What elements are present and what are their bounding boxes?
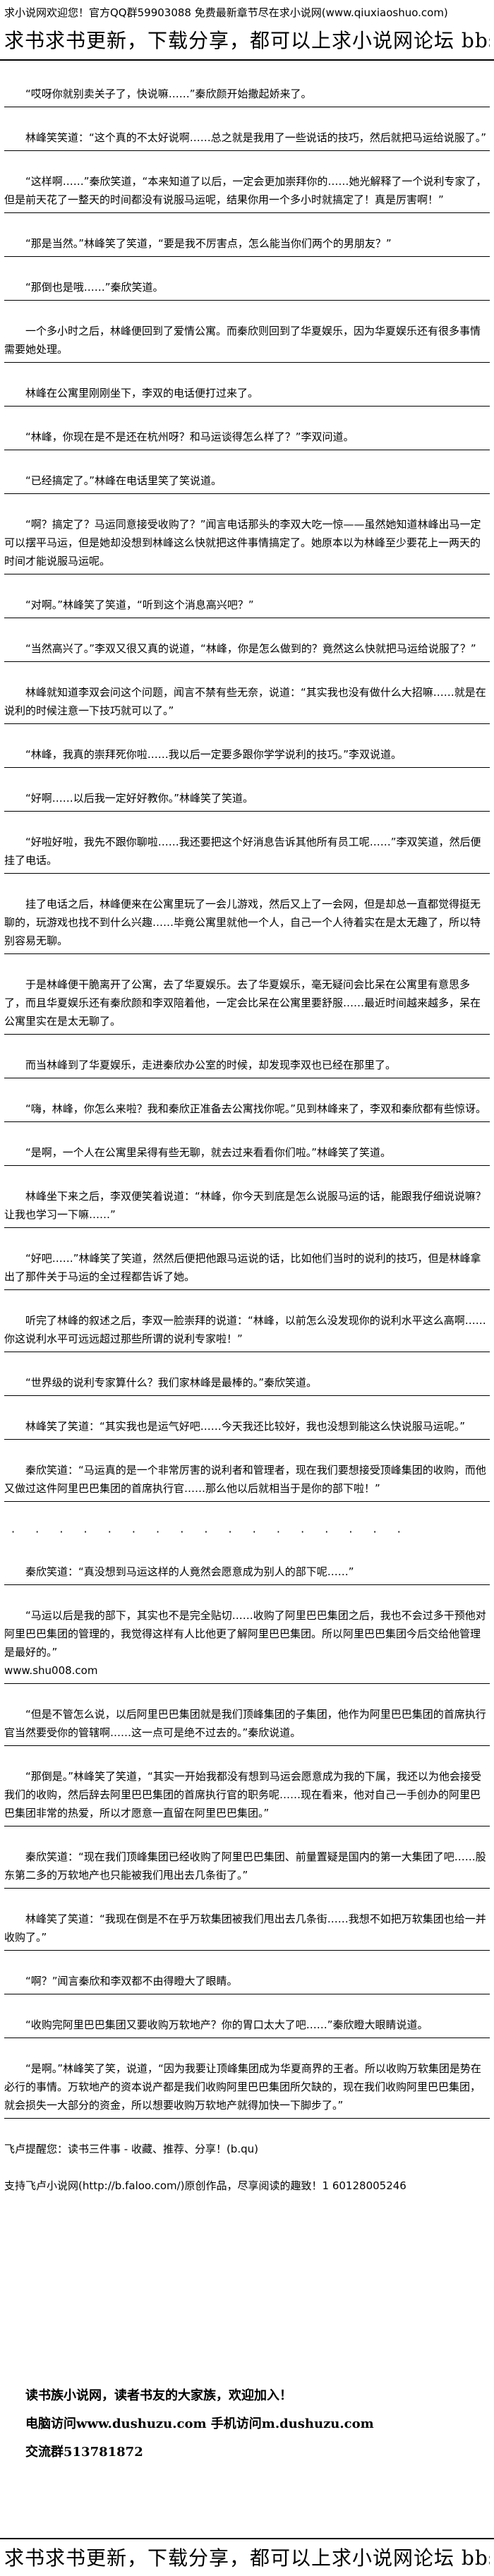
paragraph: “收购完阿里巴巴集团又要收购万软地产？你的胃口太大了吧……”秦欣瞪大眼睛说道。 [4,2016,490,2038]
paragraph: “嗨，林峰，你怎么来啦？我和秦欣正准备去公寓找你呢。”见到林峰来了，李双和秦欣都… [4,1100,490,1122]
paragraph: 林峰笑了笑道：“其实我也是运气好吧……今天我还比较好，我也没想到能这么快说服马运… [4,1417,490,1440]
paragraph: 林峰坐下来之后，李双便笑着说道：“林峰，你今天到底是怎么说服马运的话，能跟我仔细… [4,1187,490,1228]
paragraph: 林峰就知道李双会问这个问题，闻言不禁有些无奈，说道：“其实我也没有做什么大招嘛…… [4,683,490,724]
paragraph: “那是当然。”林峰笑了笑道，“要是我不厉害点，怎么能当你们两个的男朋友？” [4,234,490,257]
reading-reminder: 飞卢提醒您：读书三件事 - 收藏、推荐、分享！(b.qu) [4,2143,258,2155]
paragraph: 听完了林峰的叙述之后，李双一脸崇拜的说道：“林峰，以前怎么没发现你的说利水平这么… [4,1311,490,1352]
paragraph: “当然高兴了。”李双又很又真的说道，“林峰，你是怎么做到的？竟然这么快就把马运给… [4,639,490,662]
promo-access-links: 电脑访问www.dushuzu.com 手机访问m.dushuzu.com [25,2416,374,2431]
paragraph: “对啊。”林峰笑了笑道，“听到这个消息高兴吧？” [4,596,490,618]
paragraph: 林峰在公寓里刚刚坐下，李双的电话便打过来了。 [4,384,490,407]
paragraph: “林峰，你现在是不是还在杭州呀？和马运谈得怎么样了？”李双问道。 [4,428,490,450]
paragraph-text: “马运以后是我的部下，其实也不是完全贴切……收购了阿里巴巴集团之后，我也不会过多… [4,1609,486,1659]
forum-banner-bottom: 求书求书更新，下载分享，都可以上求小说网论坛 bbs.qiuxiaoshuo.c… [4,2546,490,2570]
paragraph: 林峰笑笑道：“这个真的不太好说啊……总之就是我用了一些说话的技巧，然后就把马运给… [4,128,490,151]
paragraph: “是啊。”林峰笑了笑，说道，“因为我要让顶峰集团成为华夏商界的王者。所以收购万软… [4,2059,490,2119]
paragraph: 秦欣笑道：“现在我们顶峰集团已经收购了阿里巴巴集团、前量置疑是国内的第一大集团了… [4,1848,490,1889]
paragraph: 一个多小时之后，林峰便回到了爱情公寓。而秦欣则回到了华夏娱乐，因为华夏娱乐还有很… [4,322,490,363]
paragraph: 而当林峰到了华夏娱乐，走进秦欣办公室的时候，却发现李双也已经在那里了。 [4,1056,490,1078]
paragraph: “但是不管怎么说，以后阿里巴巴集团就是我们顶峰集团的子集团，他作为阿里巴巴集团的… [4,1705,490,1746]
promo-welcome: 读书族小说网，读者书友的大家族，欢迎加入！ [25,2388,292,2403]
site-notice: 求小说网欢迎您！官方QQ群59903088 免费最新章节尽在求小说网(www.q… [4,6,448,19]
source-watermark: www.shu008.com [4,1664,98,1677]
forum-banner-top: 求书求书更新，下载分享，都可以上求小说网论坛 bbs.qiuxiaoshuo.c… [4,29,490,52]
paragraph: “那倒是。”林峰笑了笑道，“其实一开始我都没有想到马运会愿意成为我的下属，我还以… [4,1767,490,1826]
section-separator: · · · · · · · · · · · · · · · · · [11,1525,409,1539]
paragraph: “那倒也是哦……”秦欣笑道。 [4,278,490,301]
paragraph: 挂了电话之后，林峰便来在公寓里玩了一会儿游戏，然后又上了一会网，但是却总一直都觉… [4,895,490,954]
paragraph: “哎呀你就别卖关子了，快说嘛……”秦欣颜开始撒起娇来了。 [4,85,490,107]
paragraph: “啊？”闻言秦欣和李双都不由得瞪大了眼睛。 [4,1972,490,1994]
promo-qq-group: 交流群513781872 [25,2445,143,2460]
divider-top [0,59,494,61]
paragraph: “林峰，我真的崇拜死你啦……我以后一定要多跟你学学说利的技巧。”李双说道。 [4,745,490,768]
paragraph: “好啊……以后我一定好好教你。”林峰笑了笑道。 [4,789,490,812]
divider-bottom [0,2538,494,2539]
chapter-content: “哎呀你就别卖关子了，快说嘛……”秦欣颜开始撒起娇来了。 林峰笑笑道：“这个真的… [4,85,490,2213]
paragraph: “好啦好啦，我先不跟你聊啦……我还要把这个好消息告诉其他所有员工呢……”李双笑道… [4,833,490,874]
paragraph: 秦欣笑道：“真没想到马运这样的人竟然会愿意成为别人的部下呢……” [4,1563,490,1585]
paragraph: “好吧……”林峰笑了笑道，然然后便把他跟马运说的话，比如他们当时的说利的技巧，但… [4,1249,490,1290]
paragraph: “世界级的说利专家算什么？我们家林峰是最棒的。”秦欣笑道。 [4,1373,490,1396]
paragraph: 于是林峰便干脆离开了公寓，去了华夏娱乐。去了华夏娱乐，毫无疑问会比呆在公寓里有意… [4,975,490,1035]
faloo-support-note: 支持飞卢小说网(http://b.faloo.com/)原创作品，尽享阅读的趣致… [4,2179,406,2192]
paragraph: 秦欣笑道：“马运真的是一个非常厉害的说利者和管理者，现在我们要想接受顶峰集团的收… [4,1461,490,1502]
paragraph: “马运以后是我的部下，其实也不是完全贴切……收购了阿里巴巴集团之后，我也不会过多… [4,1606,490,1684]
paragraph: “是啊，一个人在公寓里呆得有些无聊，就去过来看看你们啦。”林峰笑了笑道。 [4,1143,490,1166]
paragraph: “已经搞定了。”林峰在电话里笑了笑说道。 [4,471,490,494]
promo-block: 读书族小说网，读者书友的大家族，欢迎加入！ 电脑访问www.dushuzu.co… [25,2385,477,2470]
paragraph: “啊？搞定了？马运同意接受收购了？”闻言电话那头的李双大吃一惊——虽然她知道林峰… [4,515,490,574]
paragraph: 林峰笑了笑道：“我现在倒是不在乎万软集团被我们甩出去几条街……我想不如把万软集团… [4,1910,490,1951]
paragraph: “这样啊……”秦欣笑道，“本来知道了以后，一定会更加崇拜你的……她光解释了一个说… [4,172,490,213]
